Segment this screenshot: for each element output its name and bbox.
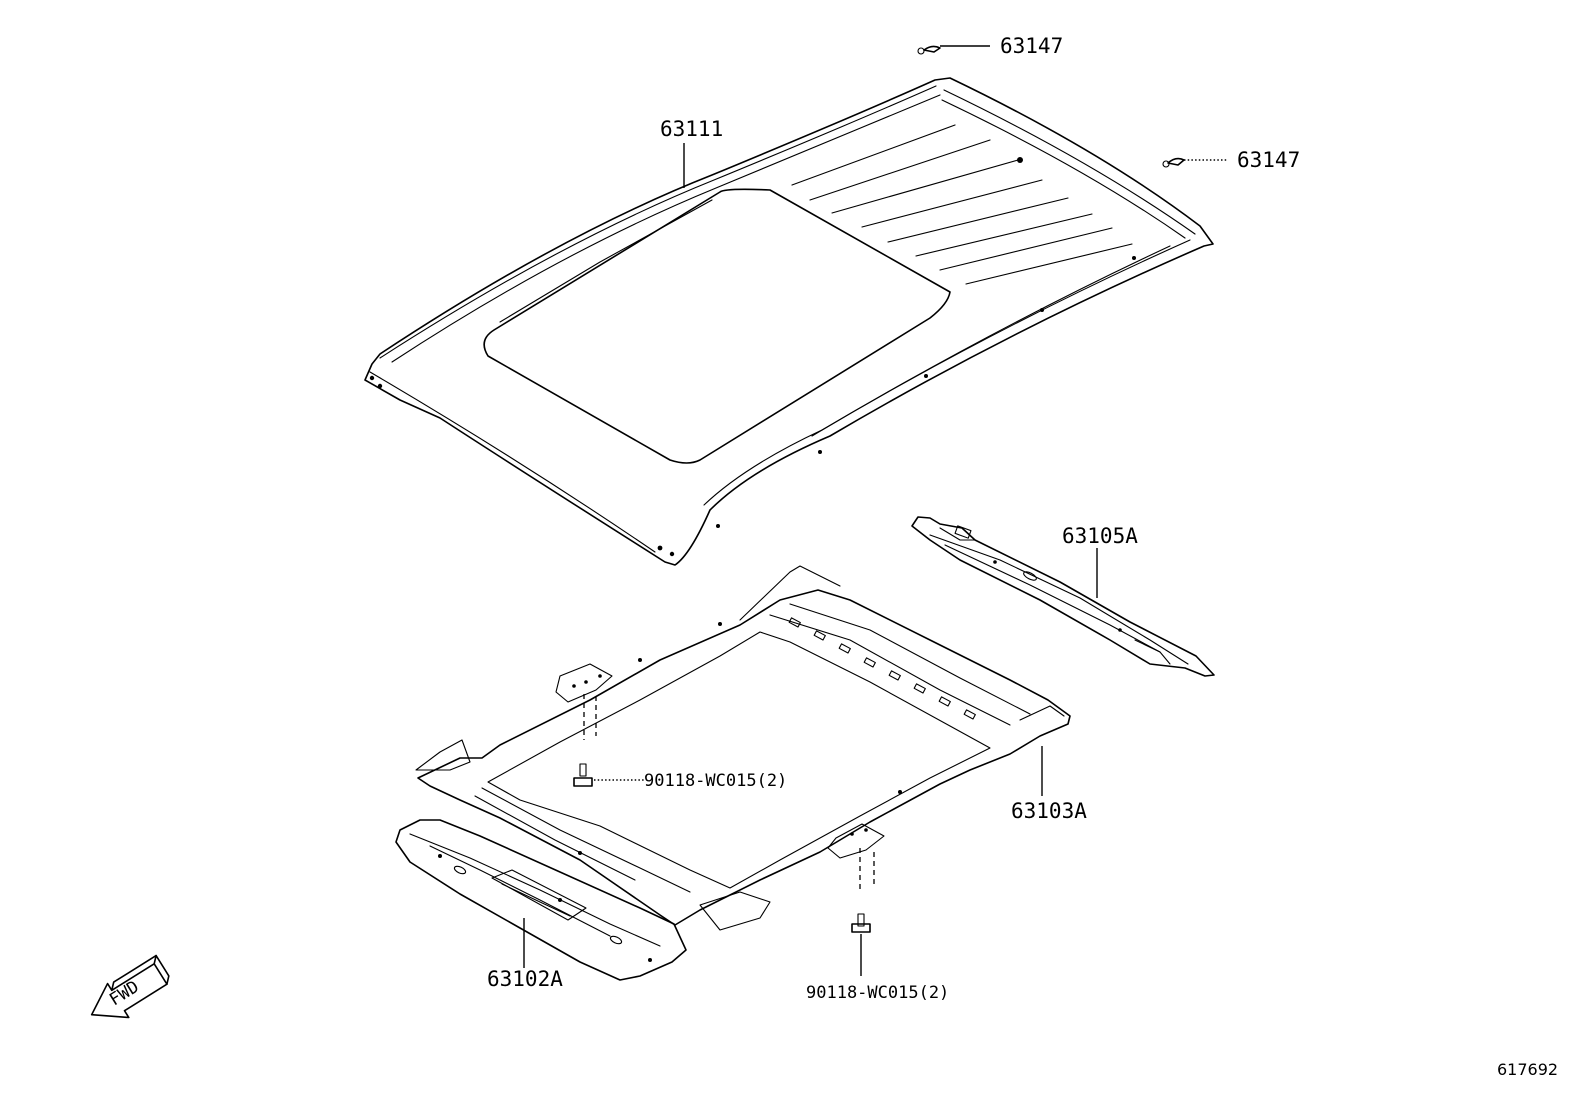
clip-part [1167,157,1185,166]
clip-part [917,45,941,55]
part-label-rear-header: 63105A [1062,524,1138,548]
part-label-clip: 63147 [1237,148,1300,172]
bolt-part [573,763,593,787]
fwd-label: FWD [106,977,143,1010]
bolt-part [851,913,871,933]
rear-roof-header [911,516,1215,677]
part-label-bolt: 90118-WC015(2) [806,983,949,1003]
part-label-front-header: 63102A [487,967,563,991]
roof-panel [364,77,1214,566]
diagram-id: 617692 [1497,1060,1558,1079]
sunroof-reinforcement-frame [415,565,1071,931]
fwd-arrow-icon [90,954,170,1019]
front-roof-header [395,819,687,981]
frame-slots [788,617,976,720]
part-label-roof-panel: 63111 [660,117,723,141]
part-label-reinforcement: 63103A [1011,799,1087,823]
part-label-bolt: 90118-WC015(2) [644,771,787,791]
part-label-clip: 63147 [1000,34,1063,58]
clip-part [1162,160,1170,168]
